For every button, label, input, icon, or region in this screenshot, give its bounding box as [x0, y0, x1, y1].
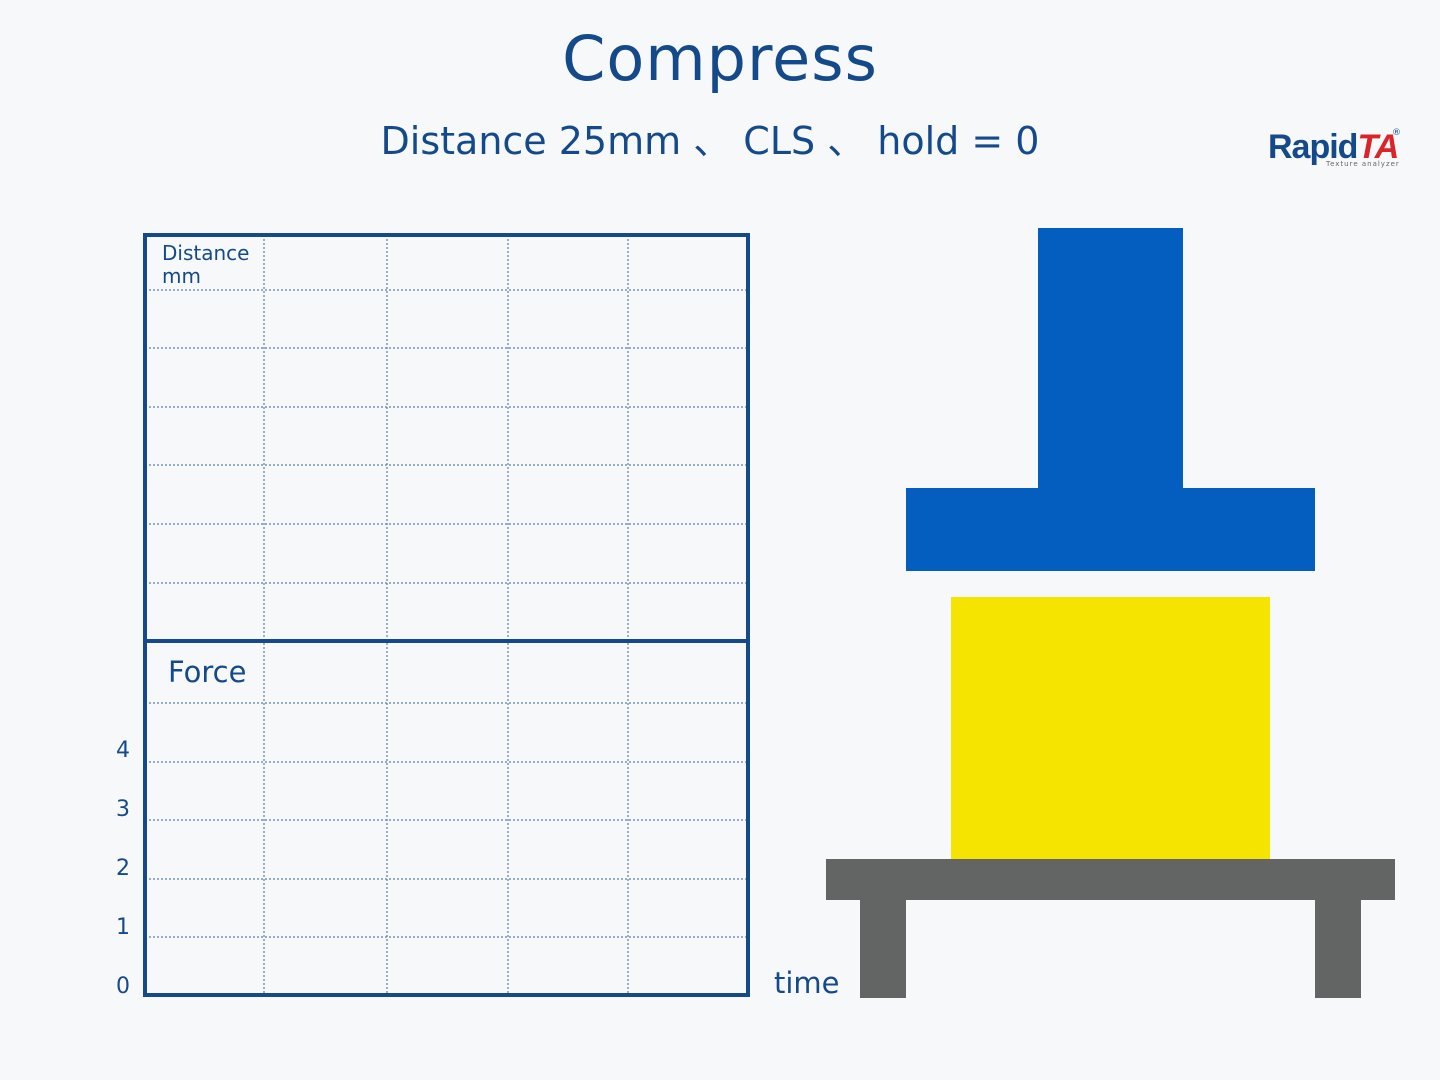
distance-force-chart — [143, 233, 750, 997]
logo-wordmark: RapidTA — [1268, 128, 1399, 167]
rapidta-logo: RapidTA ® Texture analyzer — [1268, 128, 1402, 172]
distance-axis-label: Distance mm — [162, 242, 249, 288]
test-parameters-subtitle: Distance 25mm 、 CLS 、 hold = 0 — [380, 119, 1040, 163]
sample-block — [951, 597, 1270, 859]
probe-plate — [906, 488, 1315, 571]
distance-axis-label-text: Distance — [162, 241, 250, 265]
force-tick-label: 0 — [116, 974, 130, 999]
compression-illustration — [826, 228, 1395, 998]
registered-mark: ® — [1392, 128, 1401, 138]
platform-top — [826, 859, 1395, 900]
probe-shaft — [1038, 228, 1183, 490]
platform — [826, 859, 1395, 998]
force-tick-label: 1 — [116, 915, 130, 940]
distance-axis-unit: mm — [162, 264, 201, 288]
chart-border — [143, 233, 750, 997]
platform-leg-left — [860, 898, 906, 998]
page-title: Compress — [562, 22, 878, 95]
platform-leg-right — [1315, 898, 1361, 998]
logo-brand-main: Rapid — [1268, 128, 1358, 166]
time-axis-label: time — [774, 966, 840, 1000]
horizontal-grid-lines — [145, 289, 748, 938]
logo-tagline: Texture analyzer — [1326, 160, 1400, 168]
force-axis-label: Force — [168, 655, 247, 689]
logo-brand-accent: TA — [1357, 128, 1399, 166]
probe — [906, 228, 1315, 571]
vertical-grid-lines — [263, 235, 629, 995]
force-tick-label: 4 — [116, 738, 130, 763]
force-tick-label: 2 — [116, 856, 130, 881]
force-tick-label: 3 — [116, 797, 130, 822]
